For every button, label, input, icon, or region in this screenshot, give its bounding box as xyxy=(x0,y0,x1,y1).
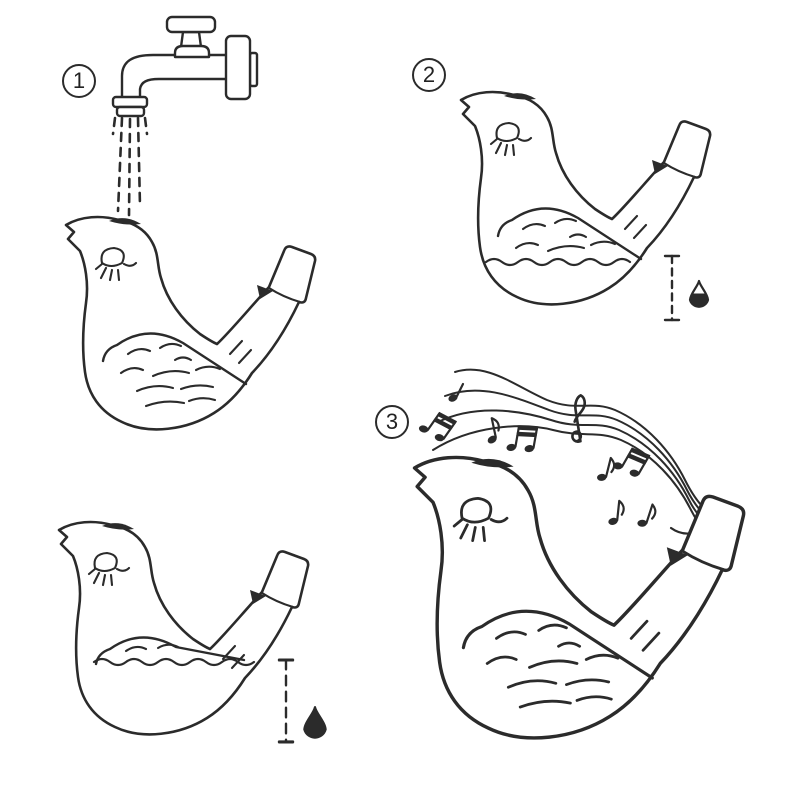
faucet-icon xyxy=(111,15,259,217)
faucet-collar xyxy=(173,44,211,59)
water-drop-full-icon xyxy=(303,706,327,739)
faucet-wall-mount xyxy=(224,34,252,101)
faucet-pipe xyxy=(120,53,239,100)
step-2-badge: 2 xyxy=(412,58,446,92)
faucet-spout-ring xyxy=(115,105,146,118)
water-drop-half-full-icon xyxy=(688,279,710,308)
water-level-gauge-icon xyxy=(663,254,710,322)
step-3-badge: 3 xyxy=(375,405,409,439)
water-level-gauge-full-icon xyxy=(277,658,327,744)
faucet-handle xyxy=(165,15,217,34)
step-1-badge: 1 xyxy=(62,64,96,98)
staff-lines xyxy=(432,368,724,545)
bird-whistle-singing-icon xyxy=(412,455,746,740)
faucet-stem xyxy=(179,30,203,49)
bird-whistle-empty-icon xyxy=(64,215,317,431)
water-stream-icon xyxy=(111,116,149,217)
faucet-spout-flange xyxy=(111,95,149,109)
